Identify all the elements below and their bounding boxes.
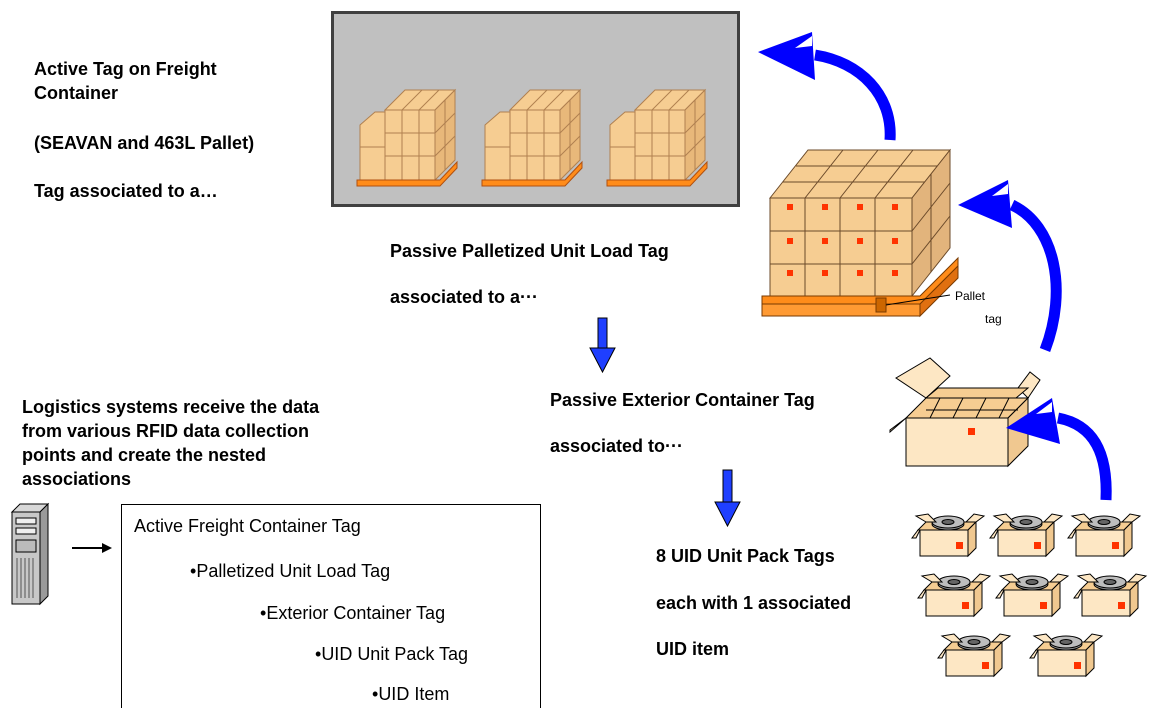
tree-text-level1: Palletized Unit Load Tag xyxy=(196,561,391,581)
logistics-label-line3: points and create the nested xyxy=(22,445,267,465)
active-tag-label-line1: Active Tag on Freight xyxy=(34,59,217,79)
palletized-label-line1: Passive Palletized Unit Load Tag xyxy=(390,241,669,261)
active-tag-label-line3: (SEAVAN and 463L Pallet) xyxy=(34,133,255,153)
exterior-label-line2: associated to··· xyxy=(550,436,684,456)
server-arrow xyxy=(72,543,112,553)
pallet-tag-label-line1: Pallet xyxy=(955,289,986,303)
unit-pack-icon xyxy=(911,513,1147,677)
bullet-icon: • xyxy=(315,644,322,664)
uid-label-line2: each with 1 associated xyxy=(656,593,852,613)
tree-item-unit-pack: •UID Unit Pack Tag xyxy=(315,643,468,665)
pallet-tag-label-line2: tag xyxy=(985,312,1002,326)
curved-arrow-container xyxy=(758,32,896,141)
bullet-icon: • xyxy=(260,603,267,623)
tree-text-level2: Exterior Container Tag xyxy=(266,603,446,623)
tree-text-level4: UID Item xyxy=(378,684,450,704)
curved-arrow-pallet xyxy=(958,180,1062,352)
bullet-icon: • xyxy=(190,561,197,581)
down-arrow-2 xyxy=(714,469,741,528)
logistics-label-line4: associations xyxy=(22,469,132,489)
exterior-label-line1: Passive Exterior Container Tag xyxy=(550,390,815,410)
active-tag-label-line4: Tag associated to a… xyxy=(34,181,218,201)
tree-text-level3: UID Unit Pack Tag xyxy=(321,644,469,664)
tree-item-palletized: •Palletized Unit Load Tag xyxy=(190,560,390,582)
open-box-icon xyxy=(889,357,1041,468)
logistics-label-line1: Logistics systems receive the data xyxy=(22,397,320,417)
uid-label-line1: 8 UID Unit Pack Tags xyxy=(656,546,835,566)
server-tower-icon xyxy=(10,502,50,606)
box-stack-3 xyxy=(606,89,708,187)
active-tag-label-line2: Container xyxy=(34,83,119,103)
pallet-load-icon xyxy=(761,148,959,318)
logistics-label-line2: from various RFID data collection xyxy=(22,421,310,441)
curved-arrow-exterior xyxy=(1006,398,1112,501)
box-stack-2 xyxy=(481,89,583,187)
tree-text-level0: Active Freight Container Tag xyxy=(134,516,361,536)
tree-item-exterior: •Exterior Container Tag xyxy=(260,602,445,624)
tree-item-uid: •UID Item xyxy=(372,683,449,705)
palletized-label-line2: associated to a··· xyxy=(390,287,539,307)
association-tree: Active Freight Container Tag •Palletized… xyxy=(121,504,541,708)
uid-label-line3: UID item xyxy=(656,639,730,659)
bullet-icon: • xyxy=(372,684,379,704)
box-stack-1 xyxy=(356,89,458,187)
down-arrow-1 xyxy=(589,317,616,374)
tree-item-active-freight: Active Freight Container Tag xyxy=(134,515,361,537)
